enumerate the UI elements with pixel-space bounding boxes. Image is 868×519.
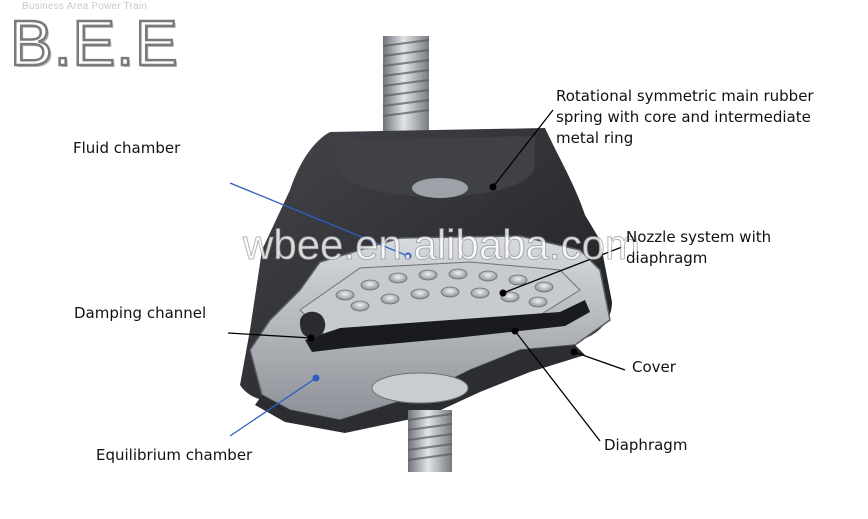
- label-cover: Cover: [632, 358, 676, 376]
- label-damping-channel: Damping channel: [74, 304, 207, 322]
- leader-diaphragm: [514, 330, 601, 442]
- leader-equilibrium-chamber: [229, 377, 317, 437]
- leader-dots: [307, 183, 578, 382]
- leader-lines: [227, 109, 626, 442]
- damping-channel-ring: [300, 311, 326, 339]
- label-rubber-spring-2: spring with core and intermediate: [556, 108, 811, 126]
- nozzle-holes: [335, 268, 554, 312]
- watermark: wbee.en.alibaba.com: [243, 221, 641, 269]
- bottom-boss: [371, 372, 469, 404]
- leader-nozzle: [502, 246, 623, 294]
- label-fluid-chamber: Fluid chamber: [73, 139, 181, 157]
- leader-cover: [573, 351, 626, 371]
- top-bolt: [382, 36, 430, 144]
- core-cap: [335, 136, 535, 197]
- logo-subtitle: Business Area Power Train: [22, 1, 148, 12]
- leader-damping-channel: [227, 332, 312, 339]
- bolt-head: [412, 178, 468, 198]
- label-rubber-spring-1: Rotational symmetric main rubber: [556, 87, 814, 105]
- lower-seal: [255, 345, 585, 433]
- leader-fluid-chamber: [229, 182, 409, 257]
- label-nozzle-2: diaphragm: [626, 249, 708, 267]
- label-equilibrium-chamber: Equilibrium chamber: [96, 446, 253, 464]
- leader-rubber-spring: [492, 109, 554, 188]
- label-nozzle-1: Nozzle system with: [626, 228, 772, 246]
- bee-logo: B.E.E: [9, 7, 179, 80]
- bottom-bolt: [407, 410, 453, 472]
- label-rubber-spring-3: metal ring: [556, 129, 634, 147]
- label-diaphragm: Diaphragm: [604, 436, 688, 454]
- diaphragm-strip: [305, 300, 590, 352]
